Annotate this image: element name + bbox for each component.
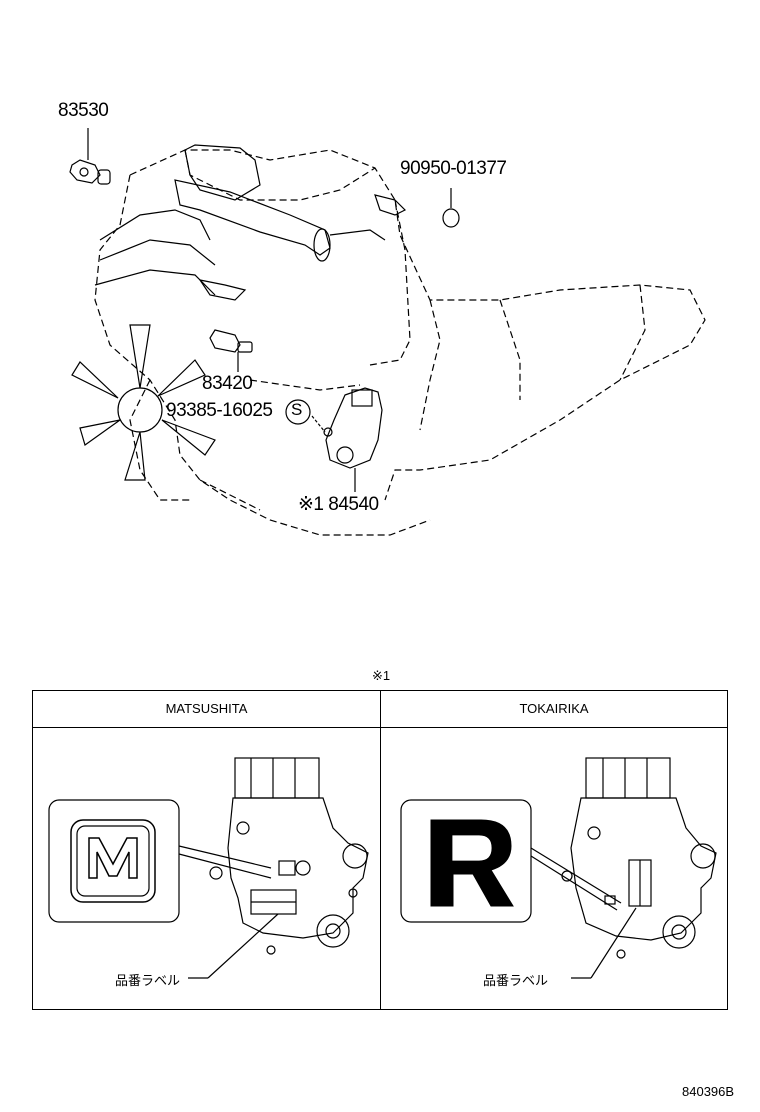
part-label-annotation-tokairika: 品番ラベル (483, 973, 549, 988)
matsushita-switch-body (209, 757, 369, 955)
diagram-reference-id: 840396B (682, 1084, 735, 1099)
oil-pressure-switch-drawing (69, 128, 111, 185)
cooling-fan (71, 324, 216, 481)
intake-manifold (174, 144, 407, 262)
tokairika-logo-icon (430, 819, 514, 907)
matsushita-switch-drawing (48, 757, 369, 979)
s-marker-text: S (291, 400, 302, 419)
part-number-83530: 83530 (58, 100, 109, 121)
engine-block-outline (94, 149, 706, 536)
tokairika-switch-drawing (400, 757, 717, 979)
part-number-83420: 83420 (202, 373, 253, 394)
tokairika-logo-box (400, 799, 532, 923)
part-number-93385-16025: 93385-16025 (166, 400, 273, 421)
engine-assembly-drawing (69, 128, 706, 536)
water-temp-sender-drawing (209, 329, 253, 372)
variant-table: MATSUSHITA TOKAIRIKA (32, 690, 728, 1010)
part-number-84540: ※1 84540 (298, 494, 379, 515)
part-number-90950-01377: 90950-01377 (400, 158, 507, 179)
s-marker-circle (285, 399, 311, 425)
plug-drawing (442, 188, 460, 228)
header-matsushita: MATSUSHITA (33, 691, 380, 728)
matsushita-logo-box (48, 799, 180, 923)
neutral-start-switch-drawing (311, 387, 383, 492)
table-note-marker: ※1 (372, 668, 391, 683)
part-label-annotation-matsushita: 品番ラベル (115, 973, 181, 988)
column-divider (380, 691, 381, 1009)
tokairika-switch-body (561, 757, 717, 959)
matsushita-logo-icon (70, 819, 156, 903)
intake-runners (94, 209, 247, 301)
header-tokairika: TOKAIRIKA (381, 691, 727, 728)
